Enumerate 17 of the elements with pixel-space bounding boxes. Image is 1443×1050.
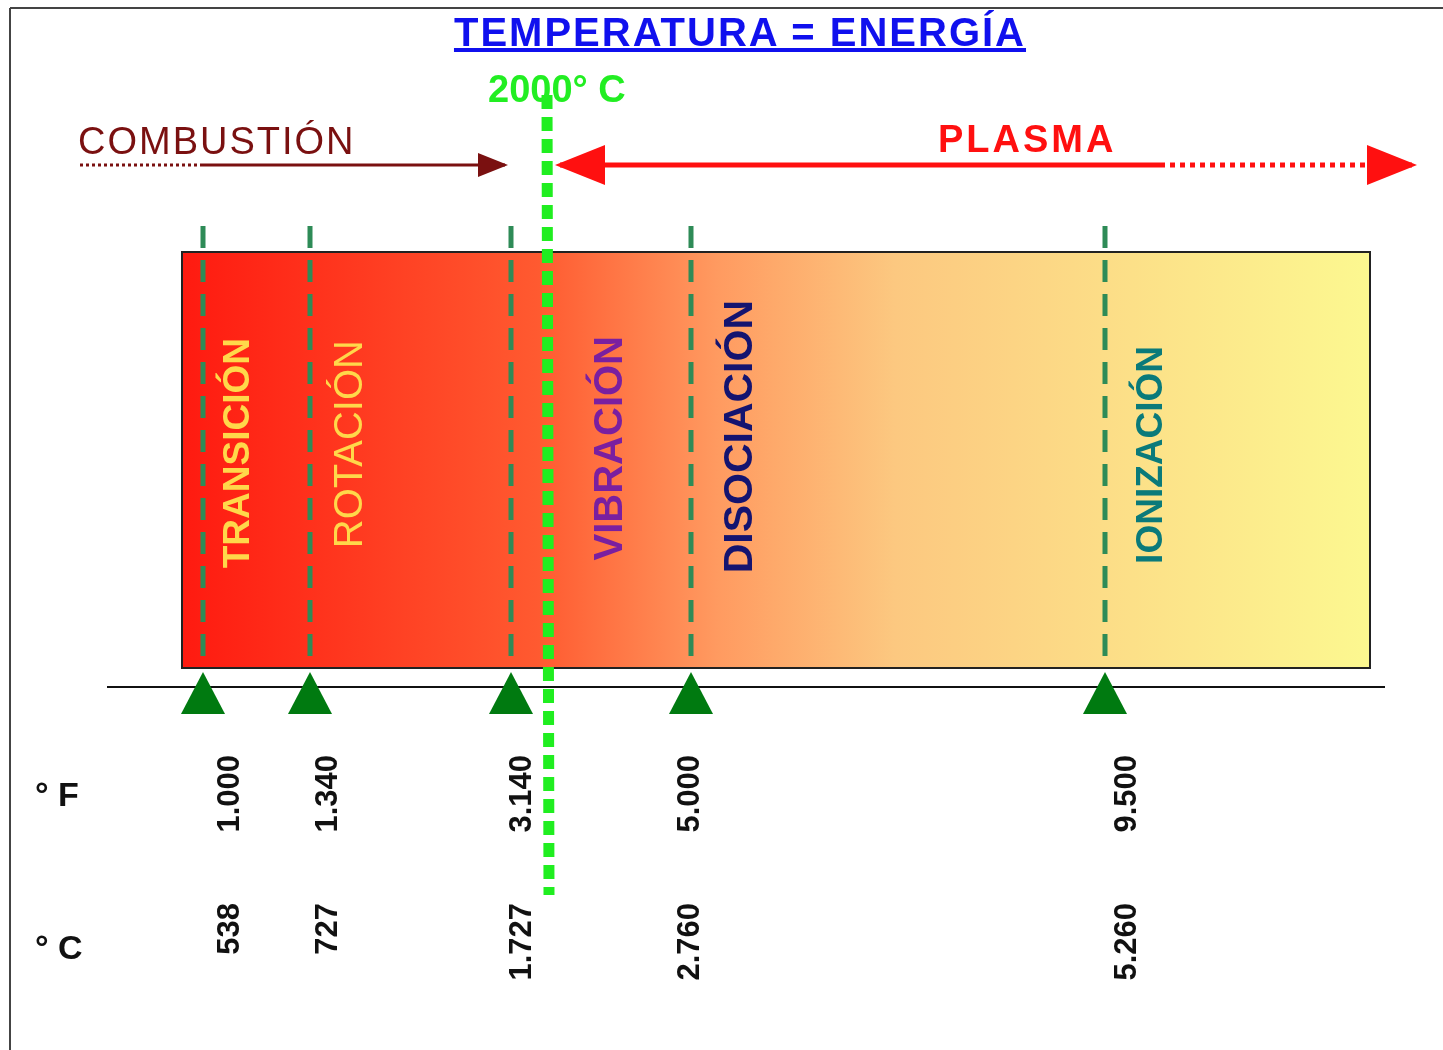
unit-label: ° F: [35, 777, 79, 811]
tick-value: 5.260: [1110, 903, 1141, 981]
diagram-title: TEMPERATURA = ENERGÍA: [452, 12, 1027, 52]
tick-value: 2.760: [673, 903, 704, 981]
tick-value: 1.340: [311, 755, 342, 833]
unit-label: ° C: [35, 930, 83, 964]
tick-value: 5.000: [673, 755, 704, 833]
range-label: PLASMA: [938, 120, 1117, 158]
tick-value: 538: [213, 903, 244, 955]
stage-label: ROTACIÓN: [328, 340, 368, 549]
tick-value: 9.500: [1110, 755, 1141, 833]
tick-value: 1.727: [505, 903, 536, 981]
tick-value: 3.140: [505, 755, 536, 833]
temperature-marker-label: 2000° C: [488, 70, 626, 108]
range-label: COMBUSTIÓN: [78, 122, 356, 160]
tick-value: 1.000: [213, 755, 244, 833]
tick-value: 727: [311, 903, 342, 955]
